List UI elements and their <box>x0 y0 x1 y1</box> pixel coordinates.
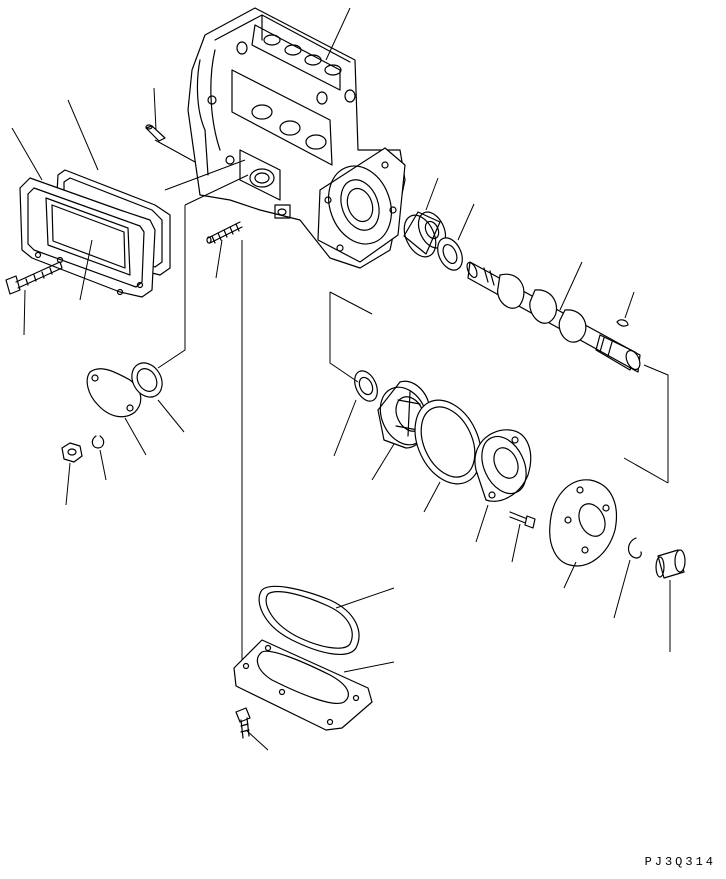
bottom-cover <box>233 639 373 731</box>
bearing <box>403 211 447 258</box>
blank-plate <box>86 368 142 418</box>
flange-plate <box>549 479 617 567</box>
plate-gasket <box>131 362 163 398</box>
spacer-washer <box>354 370 378 402</box>
woodruff-key <box>616 319 629 327</box>
collar-nut <box>655 549 686 579</box>
dowel-pin <box>145 124 166 142</box>
leader-lines <box>11 7 671 751</box>
hex-nut <box>61 442 83 463</box>
small-bolt <box>509 511 536 529</box>
side-cover <box>19 177 156 298</box>
gasket-ring <box>414 399 482 485</box>
lock-washer-small <box>91 435 105 449</box>
cover-screw <box>235 707 251 739</box>
camshaft <box>466 261 641 373</box>
bottom-gasket <box>258 585 360 655</box>
stud-bolt <box>206 221 243 244</box>
drawing-code: PJ3Q314 <box>644 855 716 869</box>
bearing-cover <box>474 429 532 502</box>
snap-ring <box>627 537 642 559</box>
pump-housing <box>187 7 406 269</box>
thrust-washer <box>437 237 463 271</box>
cover-bolt <box>5 261 63 295</box>
